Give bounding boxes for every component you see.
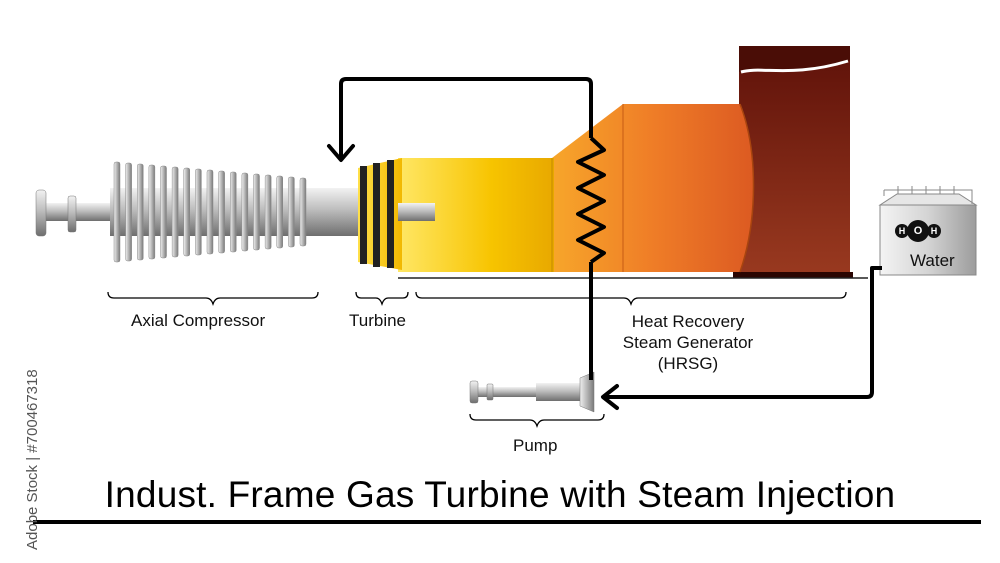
title-underline bbox=[33, 520, 981, 524]
compressor-bracket bbox=[107, 291, 319, 307]
molecule-atom-o: O bbox=[907, 220, 929, 242]
label-hrsg-line3: (HRSG) bbox=[657, 354, 719, 373]
compressor-blade-disc bbox=[137, 163, 144, 261]
label-hrsg-line2: Steam Generator bbox=[622, 333, 754, 352]
compressor-blade-disc bbox=[241, 172, 249, 252]
compressor-blade-disc bbox=[299, 177, 307, 247]
stock-side-text: Adobe Stock | #700467318 bbox=[6, 330, 41, 550]
diagram-title: Indust. Frame Gas Turbine with Steam Inj… bbox=[104, 474, 896, 515]
compressor-blade-disc bbox=[264, 174, 272, 250]
label-turbine: Turbine bbox=[349, 311, 407, 330]
compressor-blade-disc bbox=[218, 170, 225, 254]
label-hrsg-line1: Heat Recovery bbox=[631, 312, 745, 331]
compressor-blade-disc bbox=[253, 173, 260, 251]
molecule-atom-h1: H bbox=[895, 224, 909, 238]
compressor-blade-disc bbox=[125, 162, 132, 262]
turbine-stages bbox=[358, 158, 435, 270]
compressor-blade-disc bbox=[195, 168, 202, 256]
label-water: Water bbox=[910, 251, 955, 270]
stock-side-text-label: Adobe Stock | #700467318 bbox=[24, 369, 41, 550]
steam-piping bbox=[327, 77, 882, 410]
label-axial-compressor: Axial Compressor bbox=[131, 311, 266, 330]
water-tank bbox=[878, 186, 978, 276]
turbine-bracket bbox=[355, 291, 409, 307]
compressor-blade-disc bbox=[148, 164, 156, 260]
compressor-blade-disc bbox=[206, 169, 214, 255]
exhaust-stack bbox=[733, 46, 853, 278]
label-pump: Pump bbox=[513, 436, 558, 455]
axial-compressor-blades bbox=[113, 161, 307, 263]
water-molecule: H O H bbox=[895, 220, 947, 242]
compressor-blade-disc bbox=[171, 166, 179, 258]
compressor-blade-disc bbox=[183, 167, 190, 257]
compressor-blade-disc bbox=[160, 165, 167, 259]
label-brackets bbox=[107, 291, 847, 429]
pump bbox=[469, 371, 595, 413]
compressor-blade-disc bbox=[230, 171, 237, 253]
compressor-blade-disc bbox=[113, 161, 121, 263]
hrsg-bracket bbox=[415, 291, 847, 307]
molecule-atom-h2: H bbox=[927, 224, 941, 238]
compressor-blade-disc bbox=[276, 175, 283, 249]
label-hrsg: Heat Recovery Steam Generator (HRSG) bbox=[600, 311, 776, 374]
pump-bracket bbox=[469, 413, 605, 429]
compressor-blade-disc bbox=[288, 176, 295, 248]
